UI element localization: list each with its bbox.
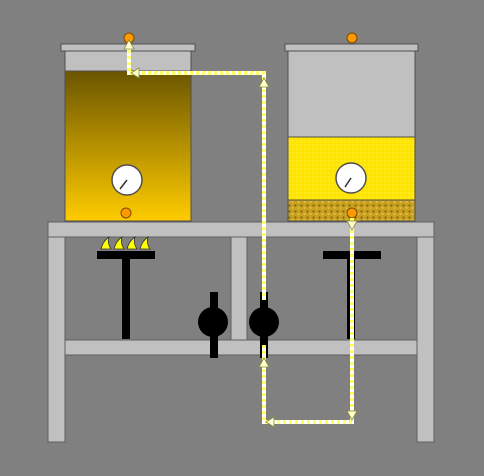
table-top — [47, 221, 435, 238]
pump-right[interactable] — [249, 292, 279, 358]
arrow-up-icon — [123, 39, 135, 50]
stand-frame — [47, 221, 435, 443]
arrow-up-icon — [258, 357, 270, 368]
hose-transfer — [262, 218, 354, 424]
right-tank-bottom-port[interactable] — [346, 207, 358, 219]
pressure-gauge-icon — [111, 164, 143, 196]
leg-middle — [230, 236, 248, 356]
arrow-up-icon — [258, 77, 270, 88]
flow-arrows — [123, 39, 358, 428]
hose-recirculation — [127, 44, 266, 300]
lower-shelf — [64, 339, 418, 356]
arrow-left-icon — [265, 416, 275, 428]
arrow-left-icon — [130, 67, 140, 79]
pressure-gauge-icon — [335, 162, 367, 194]
flow-lines — [127, 44, 354, 424]
arrow-down-icon — [346, 220, 358, 231]
left-tank — [60, 32, 196, 222]
burner — [97, 236, 155, 339]
leg-right — [416, 236, 435, 443]
leg-left — [47, 236, 66, 443]
pump-icon — [249, 307, 279, 337]
left-tank-bottom-port[interactable] — [120, 207, 132, 219]
right-tank-headspace — [287, 50, 416, 138]
burner-post — [122, 259, 130, 339]
pump-left[interactable] — [198, 292, 228, 358]
right-tank-top-port[interactable] — [346, 32, 358, 44]
flame-icon — [100, 236, 151, 250]
right-tank-lid — [284, 43, 419, 52]
arrow-down-icon — [346, 410, 358, 421]
left-tank-contents — [64, 70, 192, 222]
right-tank — [284, 32, 419, 222]
pump-icon — [198, 307, 228, 337]
burner-plate — [97, 251, 155, 259]
